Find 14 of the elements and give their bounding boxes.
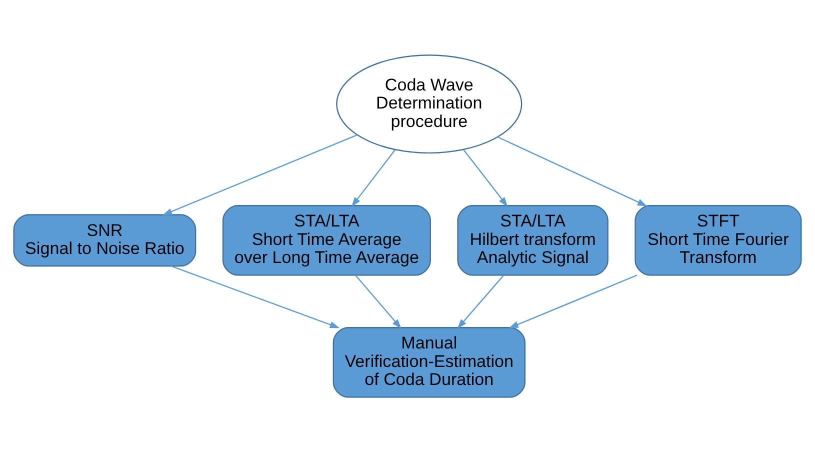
node-box: STFT Short Time Fourier Transform bbox=[634, 205, 802, 276]
arrow bbox=[463, 149, 508, 207]
node-ellipse: Coda Wave Determination procedure bbox=[336, 54, 522, 154]
node-box: Manual Verification-Estimation of Coda Duration bbox=[332, 327, 526, 398]
arrow bbox=[457, 274, 504, 329]
arrow bbox=[508, 274, 638, 328]
arrow bbox=[351, 149, 396, 207]
node-box: STA/LTA Short Time Average over Long Time Average bbox=[222, 205, 431, 276]
node-box: STA/LTA Hilbert transform Analytic Signal bbox=[457, 205, 608, 276]
arrow bbox=[162, 134, 358, 216]
arrow bbox=[497, 136, 648, 206]
arrow bbox=[170, 266, 340, 328]
node-box: SNR Signal to Noise Ratio bbox=[13, 214, 196, 267]
arrow bbox=[355, 274, 402, 329]
